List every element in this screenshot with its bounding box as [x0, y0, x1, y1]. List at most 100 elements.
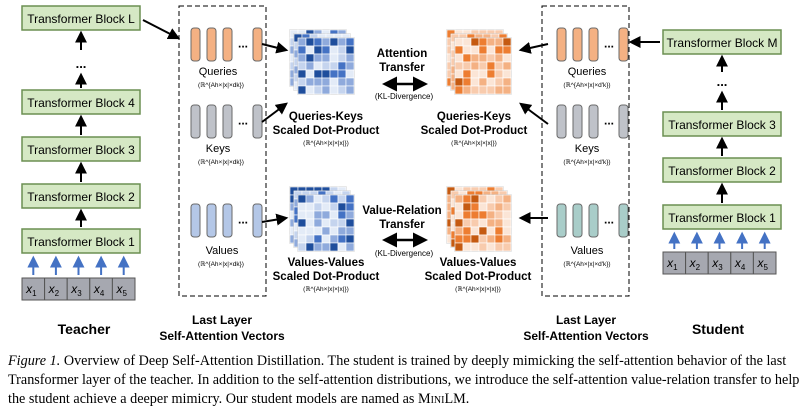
student-qk-matrix-cell	[462, 69, 472, 79]
student-qk-label-1: Queries-Keys	[437, 111, 511, 123]
student-keys-vector	[618, 104, 629, 139]
teacher-qk-matrix-cell	[329, 61, 339, 71]
teacher-vv-matrix-cell	[329, 194, 339, 204]
student-queries-vector	[572, 27, 583, 62]
student-vv-matrix-cell	[470, 202, 480, 212]
teacher-queries-vector	[222, 27, 233, 62]
teacher-values-to-matrix-arrow	[261, 213, 289, 226]
attention-transfer-label-2: Transfer	[379, 62, 425, 74]
teacher-qk-matrix-cell	[321, 69, 331, 79]
student-keys-vector	[588, 104, 599, 139]
teacher-values-vectors: ...	[190, 203, 263, 238]
teacher-vv-matrix-cell	[345, 202, 355, 212]
teacher-qk-matrix-cell	[337, 37, 347, 47]
student-qk-matrix-cell	[486, 77, 496, 87]
student-vv-matrix-cell	[494, 218, 504, 228]
student-vv-matrix-cell	[454, 210, 464, 220]
teacher-qk-matrix-cell	[345, 69, 355, 79]
teacher-values-vector	[222, 203, 233, 238]
teacher-qk-matrix-cell	[345, 45, 355, 55]
student-queries-vector	[588, 27, 599, 62]
teacher-qk-matrix-cell	[329, 69, 339, 79]
teacher-qk-matrix-cell	[321, 45, 331, 55]
student-values-vector	[618, 203, 629, 238]
teacher-vv-matrix-cell	[305, 218, 315, 228]
teacher-queries-label: Queries	[199, 66, 238, 78]
teacher-vv-matrix-cell	[313, 210, 323, 220]
student-vv-matrix-cell	[486, 242, 496, 252]
teacher-vv-matrix-cell	[329, 210, 339, 220]
student-vv-matrix-cell	[470, 242, 480, 252]
teacher-last-layer-title: Last Layer	[192, 313, 252, 327]
teacher-vv-matrix-cell	[329, 218, 339, 228]
student-qk-matrix-cell	[502, 53, 512, 63]
teacher-vv-matrix-cell	[337, 194, 347, 204]
teacher-vv-matrix-cell	[329, 234, 339, 244]
figure-label: Figure 1.	[8, 353, 61, 369]
student-vv-matrix-cell	[478, 202, 488, 212]
student-vv-matrix-layer	[454, 194, 512, 252]
student-vv-matrix-cell	[462, 210, 472, 220]
student-queries-to-matrix-arrow	[518, 42, 549, 54]
teacher-vv-matrix-cell	[337, 242, 347, 252]
student-values-vectors: ...	[556, 203, 629, 238]
student-keys-label: Keys	[575, 143, 600, 155]
student-vv-matrix-cell	[494, 242, 504, 252]
teacher-vv-matrix-cell	[337, 202, 347, 212]
student-qk-matrix-cell	[486, 69, 496, 79]
student-qk-matrix-cell	[486, 53, 496, 63]
student-vv-matrix-cell	[470, 194, 480, 204]
student-vv-matrix-cell	[454, 226, 464, 236]
student-vv-matrix-cell	[494, 194, 504, 204]
caption-model-name: MiniLM	[417, 391, 466, 407]
teacher-qk-matrix-layer	[297, 37, 355, 95]
student-vv-matrix-cell	[478, 194, 488, 204]
teacher-qk-matrix-cell	[313, 45, 323, 55]
student-vv-label-2: Scaled Dot-Product	[425, 271, 532, 283]
teacher-qk-matrix-cell	[297, 77, 307, 87]
student-vv-matrix-cell	[478, 234, 488, 244]
student-vv-matrix-cell	[494, 234, 504, 244]
teacher-vv-matrix-cell	[321, 218, 331, 228]
student-vv-matrix-cell	[486, 202, 496, 212]
student-qk-matrix-cell	[478, 45, 488, 55]
teacher-qk-matrix-cell	[337, 85, 347, 95]
teacher-block-l: Transformer Block L	[21, 5, 141, 31]
student-qk-matrix-cell	[470, 77, 480, 87]
student-qk-matrix-cell	[494, 61, 504, 71]
student-stack: Transformer Block M ... Transformer Bloc…	[662, 29, 782, 337]
teacher-qk-matrix-cell	[321, 61, 331, 71]
teacher-vv-matrix-cell	[321, 242, 331, 252]
teacher-vv-matrix-cell	[345, 194, 355, 204]
teacher-qk-matrix-cell	[329, 37, 339, 47]
attention-transfer-label-1: Attention	[377, 48, 427, 60]
student-vv-matrix-cell	[470, 234, 480, 244]
student-qk-matrix-cell	[462, 37, 472, 47]
value-relation-transfer-label-2: Transfer	[379, 219, 425, 231]
student-label: Student	[692, 321, 744, 337]
student-qk-matrix-cell	[478, 53, 488, 63]
teacher-values-vector	[190, 203, 201, 238]
teacher-qk-matrix-cell	[313, 61, 323, 71]
student-block-m-label: Transformer Block M	[667, 36, 778, 50]
teacher-vv-matrix-cell	[313, 218, 323, 228]
teacher-queries-vector	[190, 27, 201, 62]
teacher-vv-matrix-cell	[337, 226, 347, 236]
student-qk-matrix-cell	[462, 45, 472, 55]
teacher-queries-vector	[206, 27, 217, 62]
teacher-qk-dims: (ℝ^{Ah×|x|×|x|})	[303, 139, 349, 147]
student-vv-matrix-cell	[462, 226, 472, 236]
teacher-queries-dims: (ℝ^{Ah×|x|×dk})	[198, 81, 244, 89]
student-qk-matrix-cell	[470, 45, 480, 55]
student-queries-label: Queries	[568, 66, 607, 78]
teacher-keys-to-matrix-arrow	[261, 102, 288, 123]
teacher-keys-vectors: ...	[190, 104, 263, 139]
student-queries-ellipsis: ...	[604, 37, 614, 51]
teacher-vv-relation-matrix	[289, 186, 355, 252]
teacher-block-1: Transformer Block 1	[21, 228, 141, 254]
student-qk-matrix-cell	[502, 77, 512, 87]
teacher-vv-matrix-cell	[345, 218, 355, 228]
teacher-block-2: Transformer Block 2	[21, 183, 141, 209]
student-vv-label-1: Values-Values	[440, 257, 517, 269]
student-vv-matrix-cell	[478, 242, 488, 252]
